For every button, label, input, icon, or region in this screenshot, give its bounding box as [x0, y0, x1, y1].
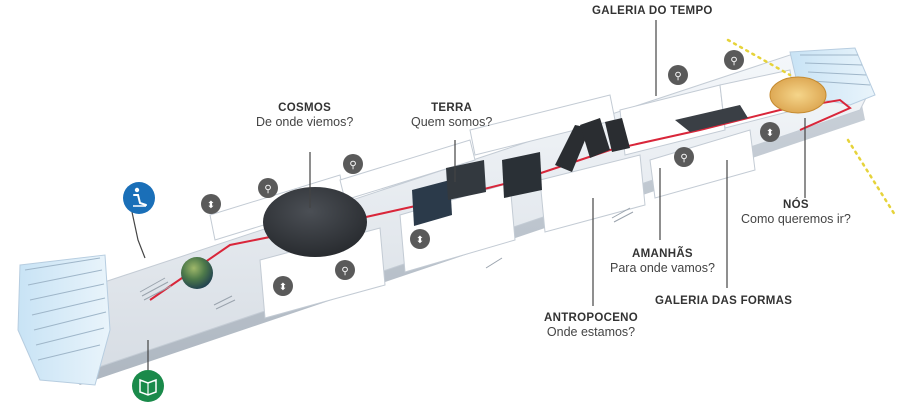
right-canopy-ribs — [800, 54, 871, 86]
label-galeria-do-tempo: GALERIA DO TEMPO — [592, 4, 713, 18]
svg-text:⬍: ⬍ — [279, 282, 287, 293]
label-title: AMANHÃS — [632, 248, 693, 260]
svg-text:⬍: ⬍ — [207, 200, 215, 211]
restroom-icon: ⚲ — [258, 178, 278, 198]
svg-text:⬍: ⬍ — [416, 235, 424, 246]
yellow-dotted-path-top — [726, 38, 792, 77]
label-title: COSMOS — [278, 102, 332, 114]
label-subtitle: Onde estamos? — [546, 325, 636, 340]
label-cosmos: COSMOS De onde viemos? — [256, 101, 353, 131]
earth-globe — [181, 257, 213, 289]
elevator-icon: ⬍ — [410, 229, 430, 249]
label-amanhas: AMANHÃS Para onde vamos? — [610, 247, 715, 277]
label-subtitle: Para onde vamos? — [610, 261, 715, 276]
svg-text:⚲: ⚲ — [341, 266, 348, 277]
restroom-icon: ⬍ — [201, 194, 221, 214]
elevator-icon: ⬍ — [273, 276, 293, 296]
nos-dome — [769, 76, 827, 114]
restroom-icon: ⚲ — [343, 154, 363, 174]
stairs — [139, 207, 634, 310]
svg-text:⚲: ⚲ — [680, 153, 687, 164]
svg-text:⚲: ⚲ — [264, 184, 271, 195]
leader-lines — [131, 20, 806, 370]
label-title: GALERIA DO TEMPO — [592, 5, 713, 17]
service-icons: ⬍ ⚲ ⚲ ⬍ ⚲ ⬍ ⚲ — [201, 50, 780, 296]
label-terra: TERRA Quem somos? — [411, 101, 492, 131]
label-title: GALERIA DAS FORMAS — [655, 295, 793, 307]
restroom-icon: ⚲ — [724, 50, 744, 70]
label-title: NÓS — [782, 199, 809, 211]
cosmos-dome — [263, 187, 367, 257]
book-icon — [132, 370, 164, 402]
restroom-icon: ⚲ — [668, 65, 688, 85]
label-galeria-das-formas: GALERIA DAS FORMAS — [655, 294, 792, 308]
svg-text:⚲: ⚲ — [674, 71, 681, 82]
elevator-icon: ⬍ — [760, 122, 780, 142]
left-canopy-ribs — [24, 257, 107, 361]
amanhas-structure — [675, 105, 748, 132]
antropoceno-structures — [555, 118, 630, 172]
label-subtitle: Quem somos? — [411, 115, 493, 130]
label-title: TERRA — [431, 102, 473, 114]
label-subtitle: Como queremos ir? — [741, 212, 851, 227]
svg-text:⬍: ⬍ — [766, 128, 774, 139]
label-nos: NÓS Como queremos ir? — [741, 198, 851, 228]
yellow-dotted-path-right — [846, 138, 897, 217]
terra-cubes — [412, 152, 542, 226]
left-canopy — [17, 254, 111, 386]
svg-text:⚲: ⚲ — [349, 160, 356, 171]
svg-text:⚲: ⚲ — [730, 56, 737, 67]
gallery-walls — [209, 69, 796, 319]
label-subtitle: De onde viemos? — [256, 115, 354, 130]
label-antropoceno: ANTROPOCENO Onde estamos? — [544, 311, 638, 341]
restroom-icon: ⚲ — [335, 260, 355, 280]
accessibility-icon — [123, 182, 155, 214]
label-title: ANTROPOCENO — [544, 312, 639, 324]
restroom-icon: ⚲ — [674, 147, 694, 167]
